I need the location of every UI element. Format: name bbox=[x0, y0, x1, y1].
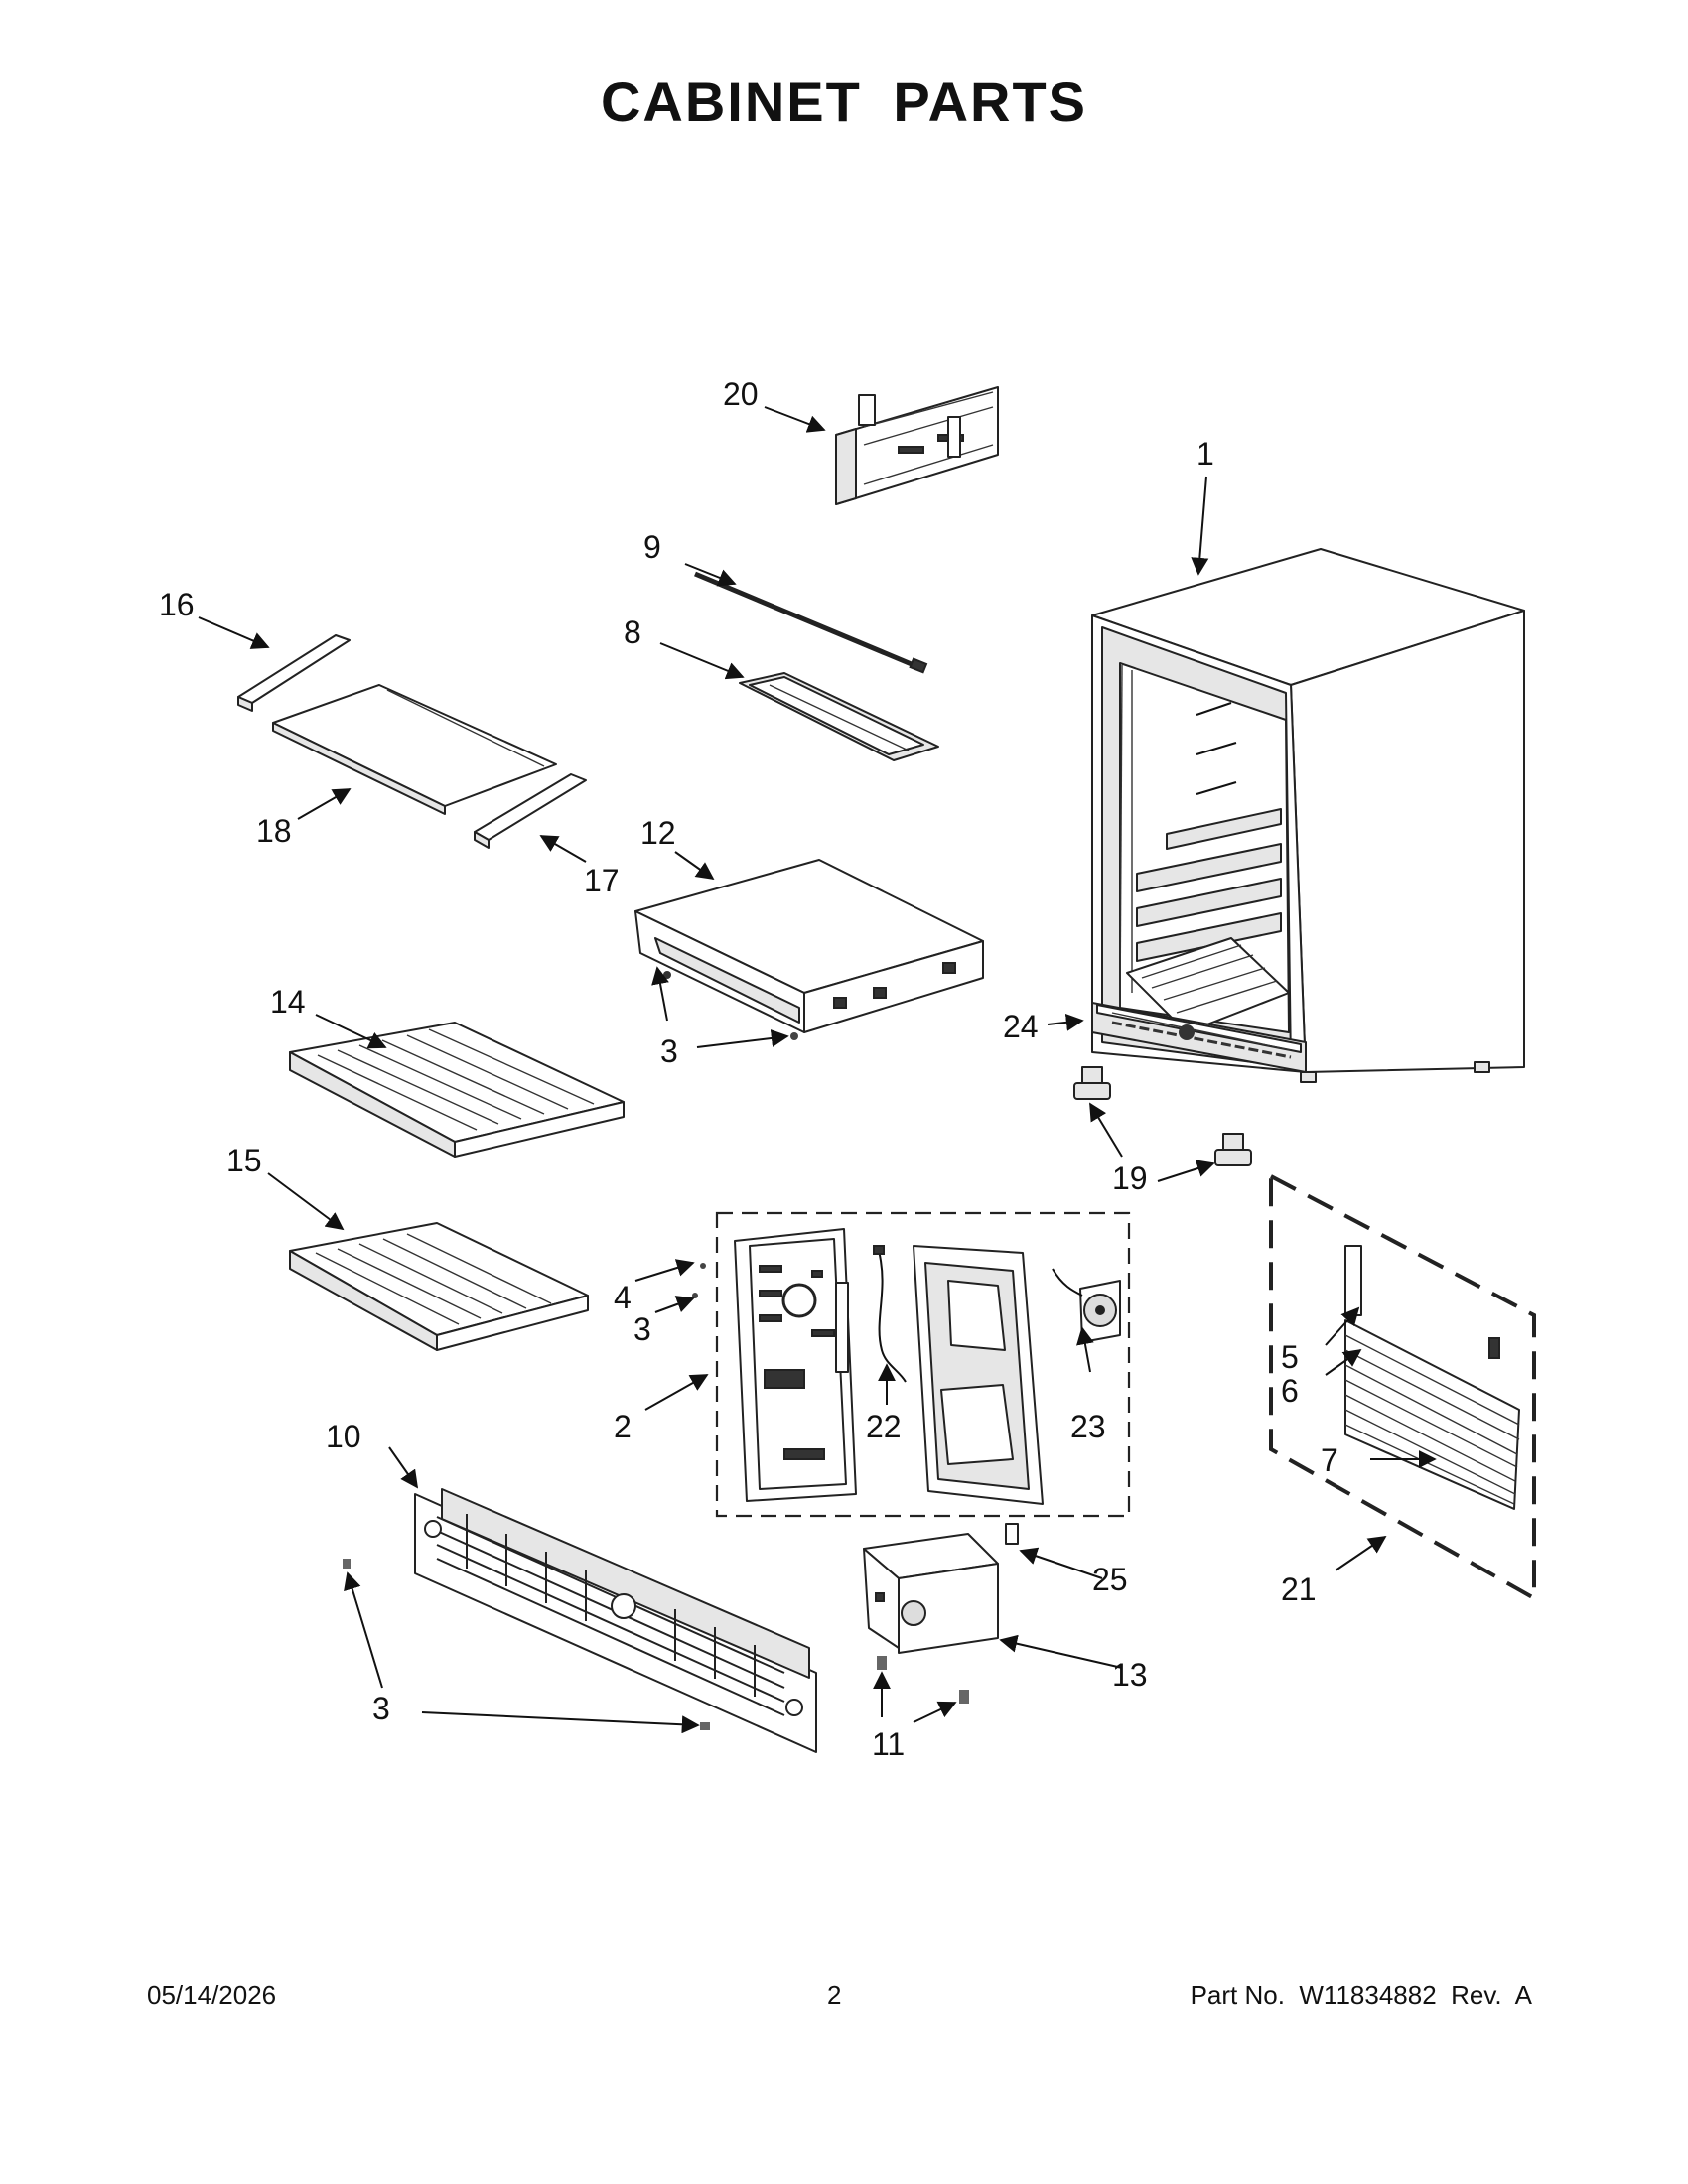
callout-16: 16 bbox=[159, 587, 195, 622]
part-9-rod bbox=[694, 571, 928, 674]
part-21-condenser-coil bbox=[1344, 1245, 1520, 1510]
footer-page-number: 2 bbox=[827, 1980, 842, 2010]
callout-9: 9 bbox=[643, 529, 661, 565]
callout-7: 7 bbox=[1321, 1442, 1338, 1478]
part-23-fan-motor bbox=[1052, 1268, 1121, 1343]
callout-14: 14 bbox=[270, 984, 306, 1020]
part-18-glass-shelf bbox=[272, 684, 557, 815]
part-15-wire-shelf bbox=[289, 1222, 589, 1351]
part-22-wire-harness bbox=[873, 1245, 907, 1383]
callout-13: 13 bbox=[1112, 1657, 1148, 1693]
part-14-wire-shelf bbox=[289, 1022, 625, 1158]
page-title: CABINET PARTS bbox=[600, 70, 1088, 133]
part-11-screws bbox=[877, 1656, 969, 1704]
evaporator-cover bbox=[913, 1245, 1044, 1505]
callout-10: 10 bbox=[326, 1419, 361, 1454]
callout-4: 4 bbox=[614, 1280, 632, 1315]
callout-2: 2 bbox=[614, 1409, 632, 1444]
callout-11: 11 bbox=[872, 1726, 905, 1762]
part-20-slide-rail bbox=[835, 386, 999, 505]
callout-17: 17 bbox=[584, 863, 620, 898]
part-3-screw-d bbox=[700, 1722, 710, 1730]
part-8-cover bbox=[739, 672, 939, 761]
callout-21: 21 bbox=[1281, 1571, 1317, 1607]
callout-1: 1 bbox=[1196, 436, 1214, 472]
part-3-screw-a bbox=[790, 1032, 798, 1040]
callout-23: 23 bbox=[1070, 1409, 1106, 1444]
callout-8: 8 bbox=[624, 614, 641, 650]
footer-date: 05/14/2026 bbox=[147, 1980, 277, 2010]
part-4-clip bbox=[700, 1263, 706, 1269]
callout-19: 19 bbox=[1112, 1160, 1148, 1196]
leader-lines bbox=[198, 406, 1437, 1734]
part-19-leveling-legs bbox=[1073, 1066, 1252, 1166]
part-25-clip bbox=[1005, 1523, 1019, 1545]
part-3-screw-b bbox=[692, 1293, 698, 1298]
callout-3-bottom: 3 bbox=[372, 1691, 390, 1726]
part-2-rear-panel bbox=[734, 1228, 857, 1502]
callout-22: 22 bbox=[866, 1409, 902, 1444]
part-13-drain-pan bbox=[863, 1533, 999, 1654]
footer-part-number: Part No. W11834882 Rev. A bbox=[1190, 1980, 1532, 2010]
part-16-shelf-trim bbox=[237, 634, 351, 712]
part-12-control-housing bbox=[634, 859, 984, 1033]
callout-18: 18 bbox=[256, 813, 292, 849]
callout-15: 15 bbox=[226, 1143, 262, 1178]
part-17-shelf-trim bbox=[474, 773, 587, 849]
callout-labels: 20 1 9 8 16 18 17 12 3 24 14 19 15 4 3 2… bbox=[159, 376, 1338, 1762]
callout-24: 24 bbox=[1003, 1009, 1039, 1044]
callout-5: 5 bbox=[1281, 1339, 1299, 1375]
condenser-group-box bbox=[1269, 1172, 1536, 1602]
part-1-cabinet bbox=[1091, 548, 1525, 1083]
callout-25: 25 bbox=[1092, 1562, 1128, 1597]
callout-20: 20 bbox=[723, 376, 759, 412]
callout-3-mid: 3 bbox=[633, 1311, 651, 1347]
assembly-group-box bbox=[715, 1211, 1131, 1518]
part-3-screw-c bbox=[343, 1559, 351, 1569]
callout-12: 12 bbox=[640, 815, 676, 851]
callout-6: 6 bbox=[1281, 1373, 1299, 1409]
callout-3-top: 3 bbox=[660, 1033, 678, 1069]
part-10-toe-grille bbox=[414, 1488, 817, 1753]
